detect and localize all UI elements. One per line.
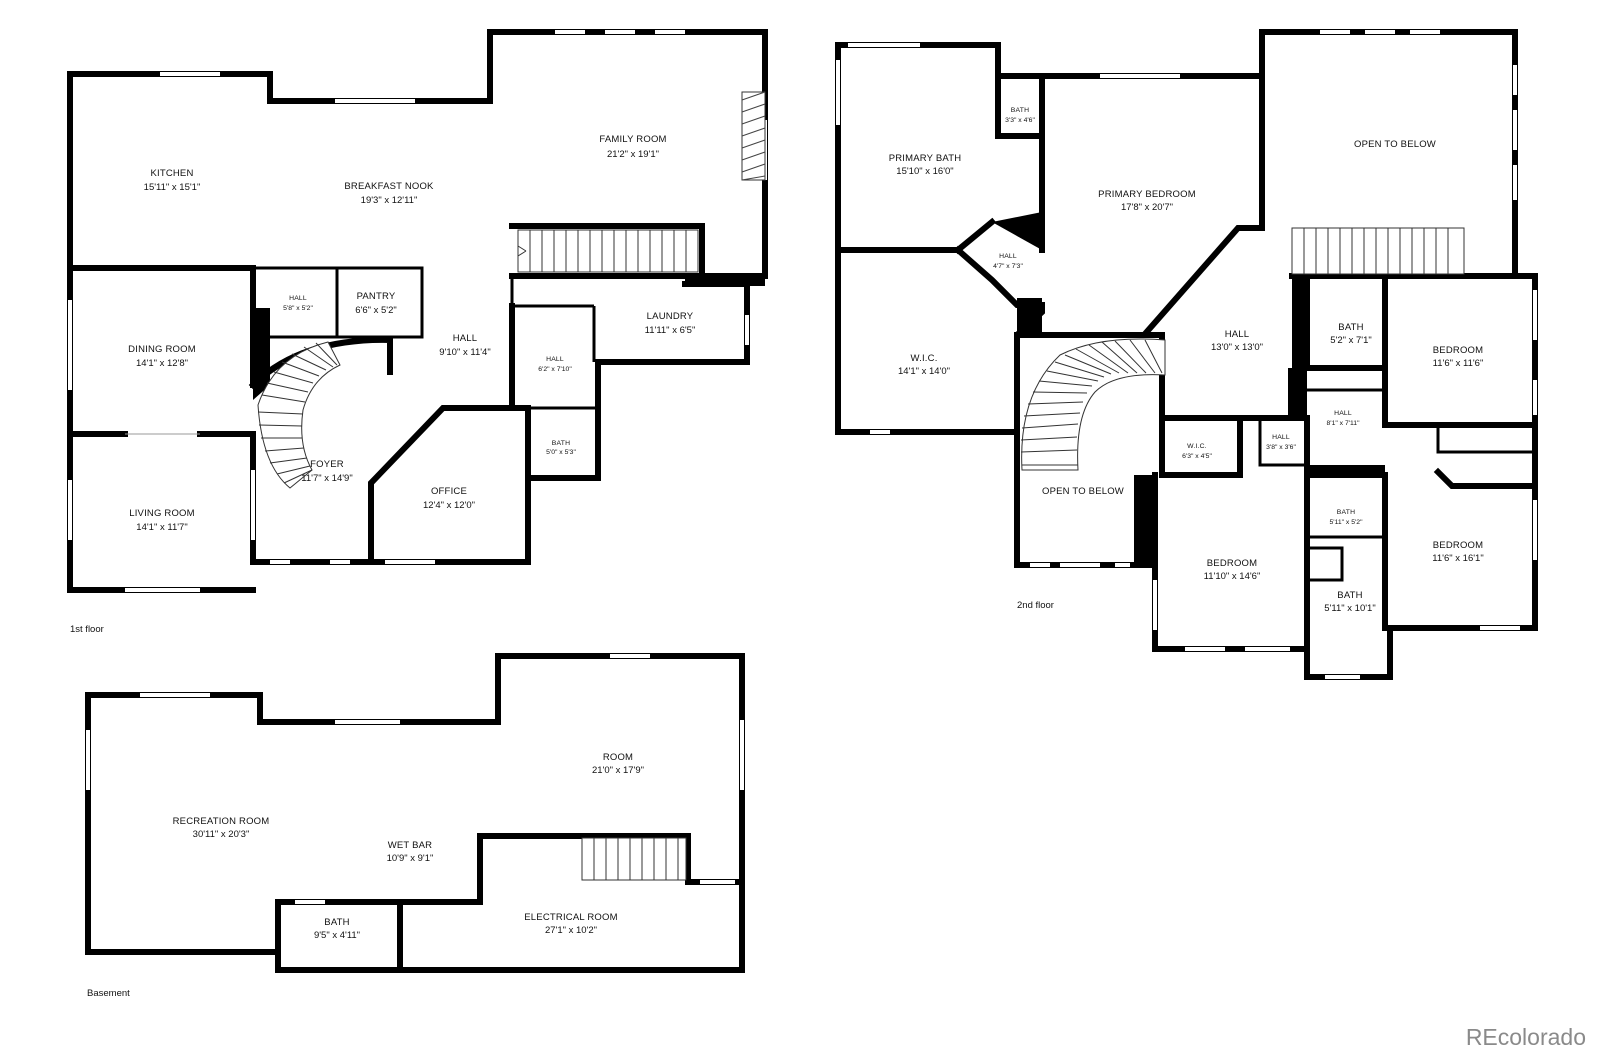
room-name: BEDROOM xyxy=(1207,558,1258,569)
basement-walls xyxy=(85,653,745,973)
room-dims: 6'6" x 5'2" xyxy=(355,305,397,316)
room-dims: 11'6" x 11'6" xyxy=(1433,358,1484,369)
room-name: BATH xyxy=(1337,590,1362,601)
room-name: OPEN TO BELOW xyxy=(1042,486,1124,497)
room-dims: 5'8" x 5'2" xyxy=(283,305,313,312)
floor-label-second: 2nd floor xyxy=(1017,600,1054,611)
foyer-curved-stairs xyxy=(257,341,341,489)
room-dims: 11'11" x 6'5" xyxy=(645,325,696,336)
room-name: RECREATION ROOM xyxy=(173,816,270,827)
room-name: BATH xyxy=(552,440,570,447)
room-dims: 21'0" x 17'9" xyxy=(592,765,644,776)
second-floor-windows xyxy=(836,30,1537,679)
room-name: OPEN TO BELOW xyxy=(1354,139,1436,150)
fireplace xyxy=(741,91,766,181)
room-dims: 8'1" x 7'11" xyxy=(1327,420,1361,427)
room-dims: 30'11" x 20'3" xyxy=(193,829,250,840)
room-dims: 3'3" x 4'6" xyxy=(1005,117,1035,124)
upper-curved-stairs xyxy=(1020,338,1166,471)
room-dims: 9'10" x 11'4" xyxy=(439,347,490,358)
room-name: HALL xyxy=(289,295,307,302)
room-name: HALL xyxy=(1225,329,1250,340)
room-dims: 12'4" x 12'0" xyxy=(423,500,475,511)
room-dims: 13'0" x 13'0" xyxy=(1211,342,1263,353)
room-name: LAUNDRY xyxy=(647,311,694,322)
room-dims: 15'11" x 15'1" xyxy=(144,182,201,193)
room-dims: 14'1" x 14'0" xyxy=(898,366,950,377)
room-name: ELECTRICAL ROOM xyxy=(524,912,617,923)
room-name: BEDROOM xyxy=(1433,345,1484,356)
room-dims: 11'7" x 14'9" xyxy=(301,473,352,484)
room-name: W.I.C. xyxy=(910,353,937,364)
upper-stairs xyxy=(1291,227,1465,275)
brand-watermark: REcolorado xyxy=(1466,1024,1586,1050)
basement-stairs xyxy=(581,837,687,881)
basement-windows xyxy=(86,654,744,904)
room-name: W.I.C. xyxy=(1187,443,1207,450)
room-dims: 5'0" x 5'3" xyxy=(546,449,576,456)
second-floor-labels: PRIMARY BATH 15'10" x 16'0" BATH 3'3" x … xyxy=(889,107,1484,614)
room-dims: 11'10" x 14'6" xyxy=(1204,571,1261,582)
room-dims: 4'7" x 7'3" xyxy=(993,263,1023,270)
second-floor-walls xyxy=(835,29,1538,680)
room-name: HALL xyxy=(999,253,1017,260)
room-dims: 14'1" x 11'7" xyxy=(136,522,187,533)
room-dims: 27'1" x 10'2" xyxy=(545,925,597,936)
room-dims: 9'5" x 4'11" xyxy=(314,930,360,941)
room-name: PANTRY xyxy=(357,291,396,302)
room-name: BEDROOM xyxy=(1433,540,1484,551)
room-name: OFFICE xyxy=(431,486,467,497)
room-dims: 11'6" x 16'1" xyxy=(1432,553,1483,564)
room-name: FOYER xyxy=(310,459,344,470)
room-dims: 17'8" x 20'7" xyxy=(1121,202,1173,213)
room-name: PRIMARY BATH xyxy=(889,153,962,164)
room-name: FAMILY ROOM xyxy=(599,134,666,145)
room-name: PRIMARY BEDROOM xyxy=(1098,189,1196,200)
floor-label-first: 1st floor xyxy=(70,624,104,635)
room-dims: 14'1" x 12'8" xyxy=(136,358,188,369)
room-dims: 5'11" x 5'2" xyxy=(1330,519,1364,526)
room-name: BATH xyxy=(1337,509,1355,516)
room-name: LIVING ROOM xyxy=(129,508,195,519)
room-name: WET BAR xyxy=(388,840,433,851)
room-name: KITCHEN xyxy=(150,168,193,179)
room-name: BATH xyxy=(324,917,349,928)
room-dims: 19'3" x 12'11" xyxy=(361,195,418,206)
room-name: HALL xyxy=(453,333,478,344)
room-name: BATH xyxy=(1338,322,1363,333)
room-dims: 21'2" x 19'1" xyxy=(607,149,659,160)
room-dims: 5'2" x 7'1" xyxy=(1330,335,1372,346)
first-floor-windows xyxy=(68,30,767,592)
room-dims: 5'11" x 10'1" xyxy=(1324,603,1375,614)
room-name: BREAKFAST NOOK xyxy=(344,181,434,192)
room-dims: 10'9" x 9'1" xyxy=(387,853,434,864)
room-name: BATH xyxy=(1011,107,1029,114)
first-floor-labels: KITCHEN 15'11" x 15'1" BREAKFAST NOOK 19… xyxy=(128,134,695,533)
room-name: HALL xyxy=(546,356,564,363)
first-floor-walls xyxy=(67,29,768,593)
room-dims: 6'3" x 4'5" xyxy=(1182,453,1212,460)
room-name: HALL xyxy=(1272,434,1290,441)
room-name: DINING ROOM xyxy=(128,344,196,355)
room-dims: 3'8" x 3'6" xyxy=(1266,444,1296,451)
room-name: ROOM xyxy=(603,752,633,763)
floor-label-basement: Basement xyxy=(87,988,130,999)
room-name: HALL xyxy=(1334,410,1352,417)
basement-labels: ROOM 21'0" x 17'9" RECREATION ROOM 30'11… xyxy=(173,752,644,941)
room-dims: 6'2" x 7'10" xyxy=(538,366,572,373)
room-dims: 15'10" x 16'0" xyxy=(896,166,953,177)
family-room-stairs xyxy=(517,229,699,273)
